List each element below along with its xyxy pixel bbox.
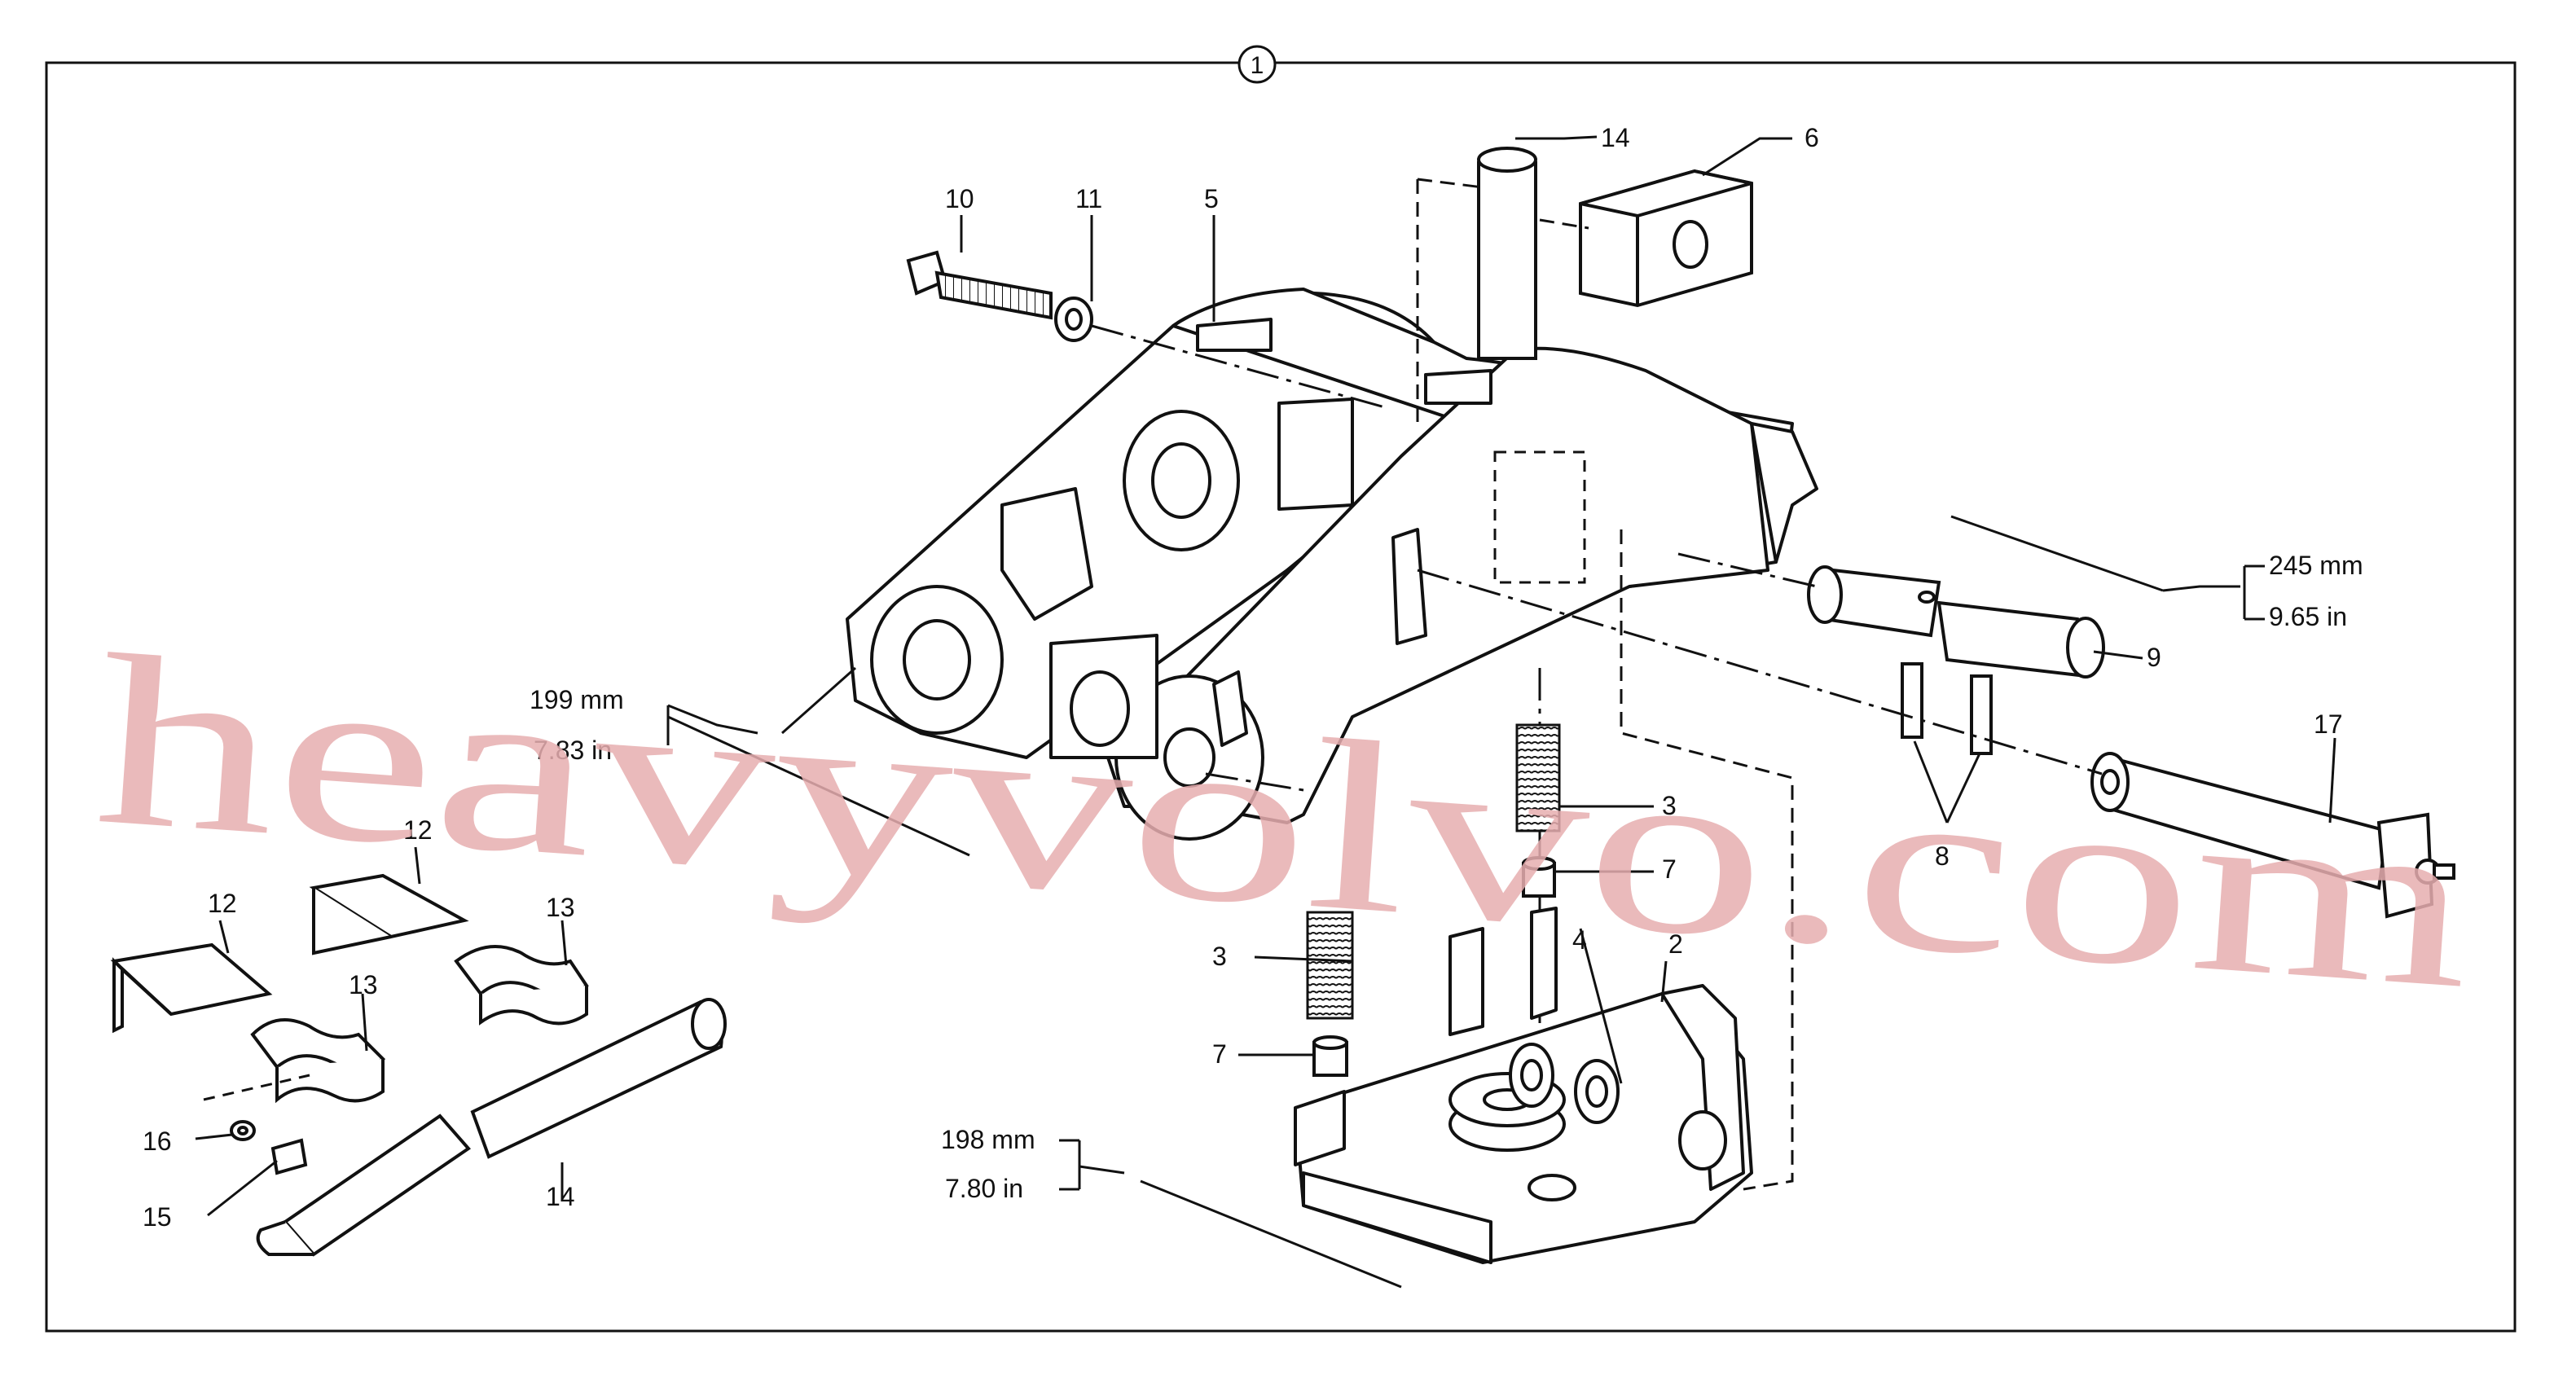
- bolt-part-10: [906, 250, 1053, 320]
- figure-index-marker: 1: [1237, 45, 1277, 84]
- dim-198-in: 7.80 in: [945, 1174, 1023, 1203]
- clamp-part-13-left: [250, 1018, 386, 1104]
- label-13-left: 13: [349, 970, 378, 999]
- label-13-right: 13: [546, 893, 575, 922]
- nut-block-part-6: [1579, 169, 1753, 308]
- label-leaders: [195, 135, 2336, 1217]
- dimension-lines: [666, 515, 2265, 1289]
- label-3-lower: 3: [1212, 942, 1227, 971]
- washer-part-11: [1054, 296, 1093, 342]
- pin-part-9: [1807, 565, 2105, 679]
- bushing-part-7-lower: [1312, 1035, 1348, 1077]
- dim-199-in: 7.83 in: [534, 736, 612, 765]
- main-bracket-body: [846, 288, 1818, 841]
- label-8: 8: [1935, 841, 1950, 871]
- base-plate-part-2: [1294, 907, 1753, 1264]
- spring-part-3-upper: [1515, 723, 1561, 832]
- screw-part-15: [270, 1138, 308, 1175]
- part-labels: 10 11 5 14 6 9 17 8 3 7 3 7 2 4 12 12 13…: [143, 123, 2343, 1232]
- vertical-pin-part-14: [1477, 147, 1537, 360]
- roll-pins-part-8: [1901, 662, 1993, 755]
- dim-245-in: 9.65 in: [2269, 602, 2347, 631]
- label-14-upper: 14: [1601, 123, 1630, 152]
- label-15: 15: [143, 1202, 172, 1232]
- pin-part-14-lower: [256, 998, 727, 1257]
- wear-plate-part-12-right: [309, 873, 469, 955]
- dim-245-mm: 245 mm: [2269, 551, 2363, 580]
- spring-part-3-lower: [1306, 911, 1354, 1020]
- label-14-lower: 14: [546, 1182, 575, 1211]
- hidden-block-outline: [1493, 450, 1586, 584]
- dimension-labels: 245 mm 9.65 in 199 mm 7.83 in 198 mm 7.8…: [530, 551, 2363, 1203]
- label-16: 16: [143, 1127, 172, 1156]
- label-11: 11: [1075, 184, 1102, 213]
- dim-198-mm: 198 mm: [941, 1125, 1035, 1154]
- label-4: 4: [1572, 925, 1587, 955]
- diagram-frame: [45, 61, 2517, 1333]
- bushing-part-7-upper: [1522, 856, 1556, 898]
- clamp-part-13-right: [454, 945, 589, 1026]
- label-9: 9: [2147, 643, 2161, 672]
- wear-plate-part-12-left: [110, 942, 273, 1034]
- label-2: 2: [1668, 929, 1683, 959]
- dim-199-mm: 199 mm: [530, 685, 624, 714]
- label-5: 5: [1204, 184, 1219, 213]
- dashed-outline-right: [1620, 529, 1794, 1191]
- washer-part-16: [230, 1120, 256, 1141]
- bolt-axis-line: [1091, 324, 1386, 409]
- label-6: 6: [1805, 123, 1819, 152]
- figure-index-text: 1: [1251, 52, 1264, 79]
- label-10: 10: [945, 184, 974, 213]
- label-17: 17: [2314, 709, 2343, 739]
- label-12-right: 12: [403, 815, 433, 845]
- label-7-upper: 7: [1662, 854, 1677, 884]
- label-12-left: 12: [208, 889, 237, 918]
- long-pin-part-17: [2090, 752, 2455, 919]
- label-7-lower: 7: [1212, 1039, 1227, 1069]
- label-3-upper: 3: [1662, 791, 1677, 820]
